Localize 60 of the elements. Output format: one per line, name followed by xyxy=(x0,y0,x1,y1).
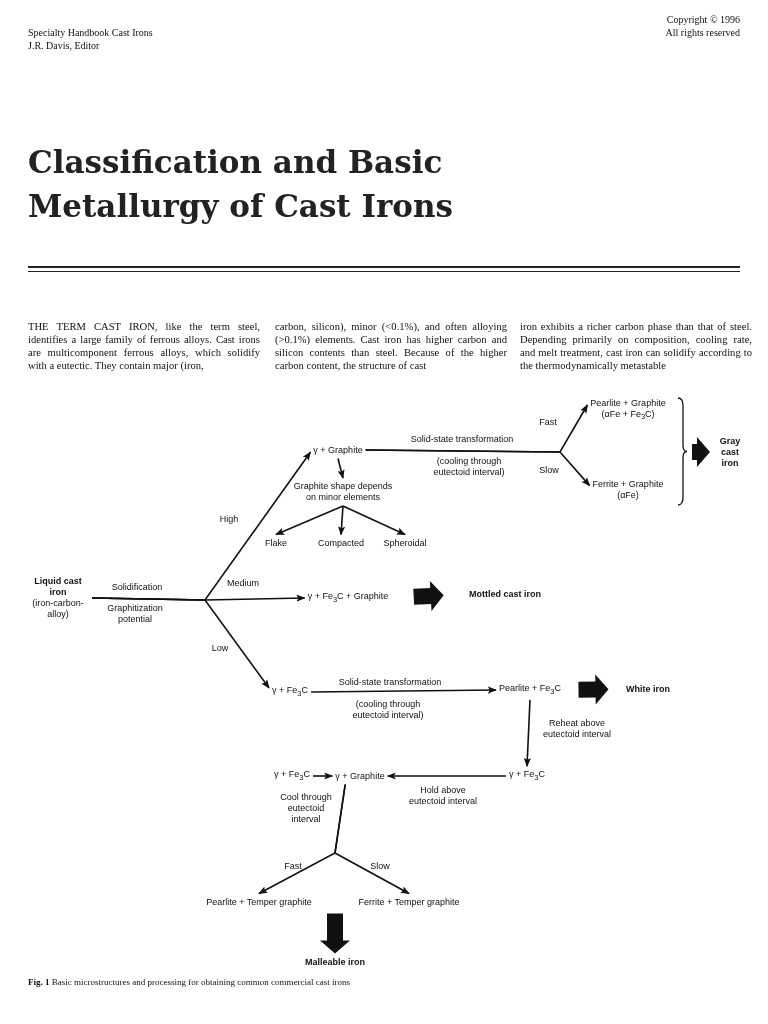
process-label: Solid-state transformation xyxy=(410,433,514,445)
phase-label: Ferrite + Graphite (αFe) xyxy=(592,479,664,501)
phase-label: Pearlite + Temper graphite xyxy=(206,896,312,908)
arrow xyxy=(91,597,270,689)
product-label: Liquid cast iron (iron-carbon-alloy) xyxy=(27,576,89,620)
header-text: All rights reserved xyxy=(665,26,740,39)
body-paragraph: THE TERM CAST IRON, like the term steel, identifies a large family of ferrous alloys. Cast irons are multicomponent ferrous alloys, which solidify with a eutectic. They contain major (iron, xyxy=(28,320,260,372)
header-text: Copyright © 1996 xyxy=(666,13,740,26)
phase-label: Pearlite + Graphite (αFe + Fe$_{3}$C) xyxy=(590,397,666,423)
process-label: Solidification xyxy=(111,581,163,593)
product-label: Malleable iron xyxy=(305,956,365,968)
process-label: (cooling through eutectoid interval) xyxy=(351,699,425,721)
phase-label: γ + Fe$_{3}$C xyxy=(272,685,308,699)
phase-label: Spheroidal xyxy=(383,537,427,549)
arrow xyxy=(275,505,344,536)
figure-caption: Fig. 1 Basic microstructures and processing for obtaining common commercial cast irons xyxy=(28,977,350,987)
phase-label: Flake xyxy=(265,537,287,549)
edge-label: Medium xyxy=(227,577,259,589)
phase-label: γ + Fe$_{3}$C xyxy=(509,769,545,783)
body-paragraph: carbon, silicon), minor (<0.1%), and often alloying (>0.1%) elements. Cast iron has higher carbon and silicon contents than steel. Because of the higher carbon content, the structure of cast xyxy=(275,320,507,372)
arrow xyxy=(312,772,334,780)
block-arrow xyxy=(413,580,444,611)
process-label: (cooling through eutectoid interval) xyxy=(432,456,506,478)
body-paragraph: iron exhibits a richer carbon phase than that of steel. Depending primarily on composition, cooling rate, and melt treatment, cast iron can solidify according to the thermodynamically metastable xyxy=(520,320,752,372)
page-title: Classification and Basic Metallurgy of Cast Irons xyxy=(28,143,454,226)
arrow xyxy=(342,505,406,536)
arrow xyxy=(523,699,531,767)
arrow xyxy=(334,783,410,895)
edge-label: Low xyxy=(211,642,229,654)
process-label: Cool through eutectoid interval xyxy=(279,791,333,825)
phase-label: γ + Graphite xyxy=(313,444,363,456)
arrow xyxy=(310,686,497,694)
phase-label: Ferrite + Temper graphite xyxy=(358,896,460,908)
phase-label: Graphite shape depends on minor elements xyxy=(289,481,397,503)
arrow xyxy=(338,505,346,536)
phase-label: γ + Fe$_{3}$C + Graphite xyxy=(307,591,389,605)
arrow xyxy=(337,457,345,479)
edge-label: Fast xyxy=(284,860,302,872)
process-label: Solid-state transformation xyxy=(338,676,442,688)
edge-label: Slow xyxy=(370,860,390,872)
product-label: Gray cast iron xyxy=(713,435,747,469)
phase-label: Pearlite + Fe$_{3}$C xyxy=(499,683,561,697)
edge-label: Reheat above eutectoid interval xyxy=(541,718,612,740)
product-label: Mottled cast iron xyxy=(469,588,541,600)
phase-label: γ + Fe$_{3}$C xyxy=(274,769,310,783)
phase-label: γ + Graphite xyxy=(335,770,385,782)
process-label: Graphitization potential xyxy=(106,603,164,625)
edge-label: High xyxy=(219,513,239,525)
header-text: J.R. Davis, Editor xyxy=(28,39,100,52)
block-arrow xyxy=(692,437,710,467)
block-arrow xyxy=(320,913,350,954)
block-arrow xyxy=(578,674,609,705)
edge-label: Slow xyxy=(539,464,559,476)
product-label: White iron xyxy=(626,683,670,695)
header-text: Specialty Handbook Cast Irons xyxy=(28,26,153,39)
arrow xyxy=(386,772,507,780)
edge-label: Fast xyxy=(539,416,557,428)
edge-label: Hold above eutectoid interval xyxy=(408,785,478,807)
arrow xyxy=(364,449,591,487)
phase-label: Compacted xyxy=(318,537,364,549)
